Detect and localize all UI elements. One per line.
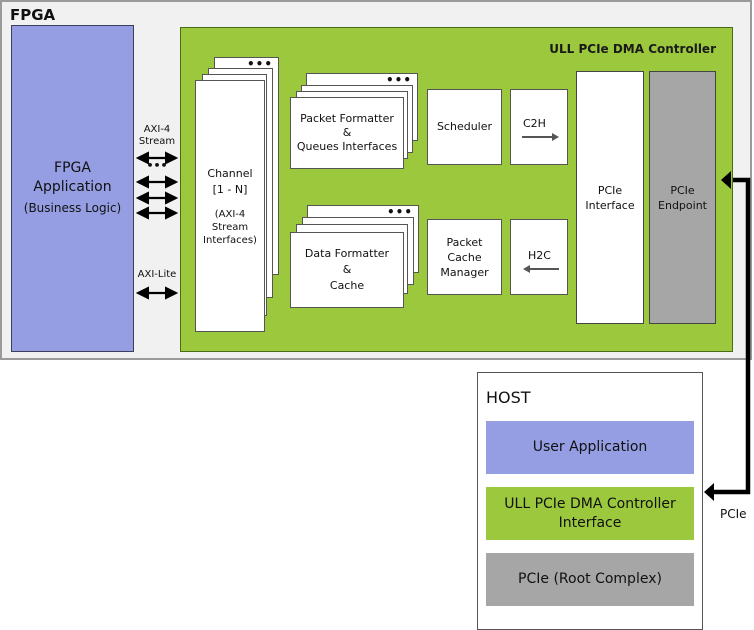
packet-formatter-line1: Packet Formatter [300,112,394,125]
pcie-link-label: PCIe [720,507,747,521]
packet-formatter-line3: Queues Interfaces [296,140,398,153]
host-pcie-root-complex-label: PCIe (Root Complex) [518,571,662,587]
host-dma-controller-interface-label: ULL PCIe DMA Controller Interface [504,495,676,531]
fpga-title: FPGA [10,6,56,24]
c2h-label: C2H [523,117,546,130]
data-formatter-ellipsis: ••• [386,205,413,219]
data-formatter-block: Data Formatter & Cache [290,232,404,308]
pcie-link-arrow [704,171,751,501]
pcie-endpoint-label: PCIe Endpoint [658,183,707,212]
h2c-label: H2C [528,249,551,262]
axi-stream-label: AXI-4 Stream [138,124,176,147]
pcie-interface-block: PCIe Interface [576,71,644,324]
channel-ellipsis: ••• [246,57,273,71]
channel-block: Channel [1 - N] (AXI-4 Stream Interfaces… [195,80,265,332]
channel-note: (AXI-4 Stream Interfaces) [203,208,257,246]
scheduler-block: Scheduler [427,89,502,165]
data-formatter-line2: & [342,263,352,276]
data-formatter-line3: Cache [329,279,365,292]
channel-title: Channel [207,166,253,180]
host-dma-controller-interface: ULL PCIe DMA Controller Interface [486,487,694,540]
host-pcie-root-complex: PCIe (Root Complex) [486,553,694,606]
packet-formatter-ellipsis: ••• [385,73,412,87]
pcie-interface-label: PCIe Interface [585,183,635,212]
host-user-application: User Application [486,421,694,474]
dma-controller-title: ULL PCIe DMA Controller [549,42,716,56]
c2h-arrow-icon [522,133,559,141]
pcie-endpoint-block: PCIe Endpoint [649,71,716,324]
packet-cache-manager-label: Packet Cache Manager [440,235,489,279]
fpga-application-subtitle: (Business Logic) [23,201,122,215]
scheduler-label: Scheduler [436,120,493,133]
axi-stream-arrows [135,151,179,220]
h2c-arrow-icon [523,265,559,273]
data-formatter-line1: Data Formatter [304,247,390,260]
fpga-application-block: FPGA Application (Business Logic) [11,25,134,352]
c2h-block: C2H [510,89,568,165]
axi-lite-label: AXI-Lite [137,269,177,280]
host-title: HOST [486,388,531,407]
packet-formatter-line2: & [342,126,352,139]
h2c-block: H2C [510,219,568,295]
channel-range: [1 - N] [212,182,248,196]
fpga-application-title: FPGA Application [33,160,112,195]
packet-formatter-block: Packet Formatter & Queues Interfaces [290,97,404,169]
host-user-application-label: User Application [532,439,648,455]
packet-cache-manager-block: Packet Cache Manager [427,219,502,295]
